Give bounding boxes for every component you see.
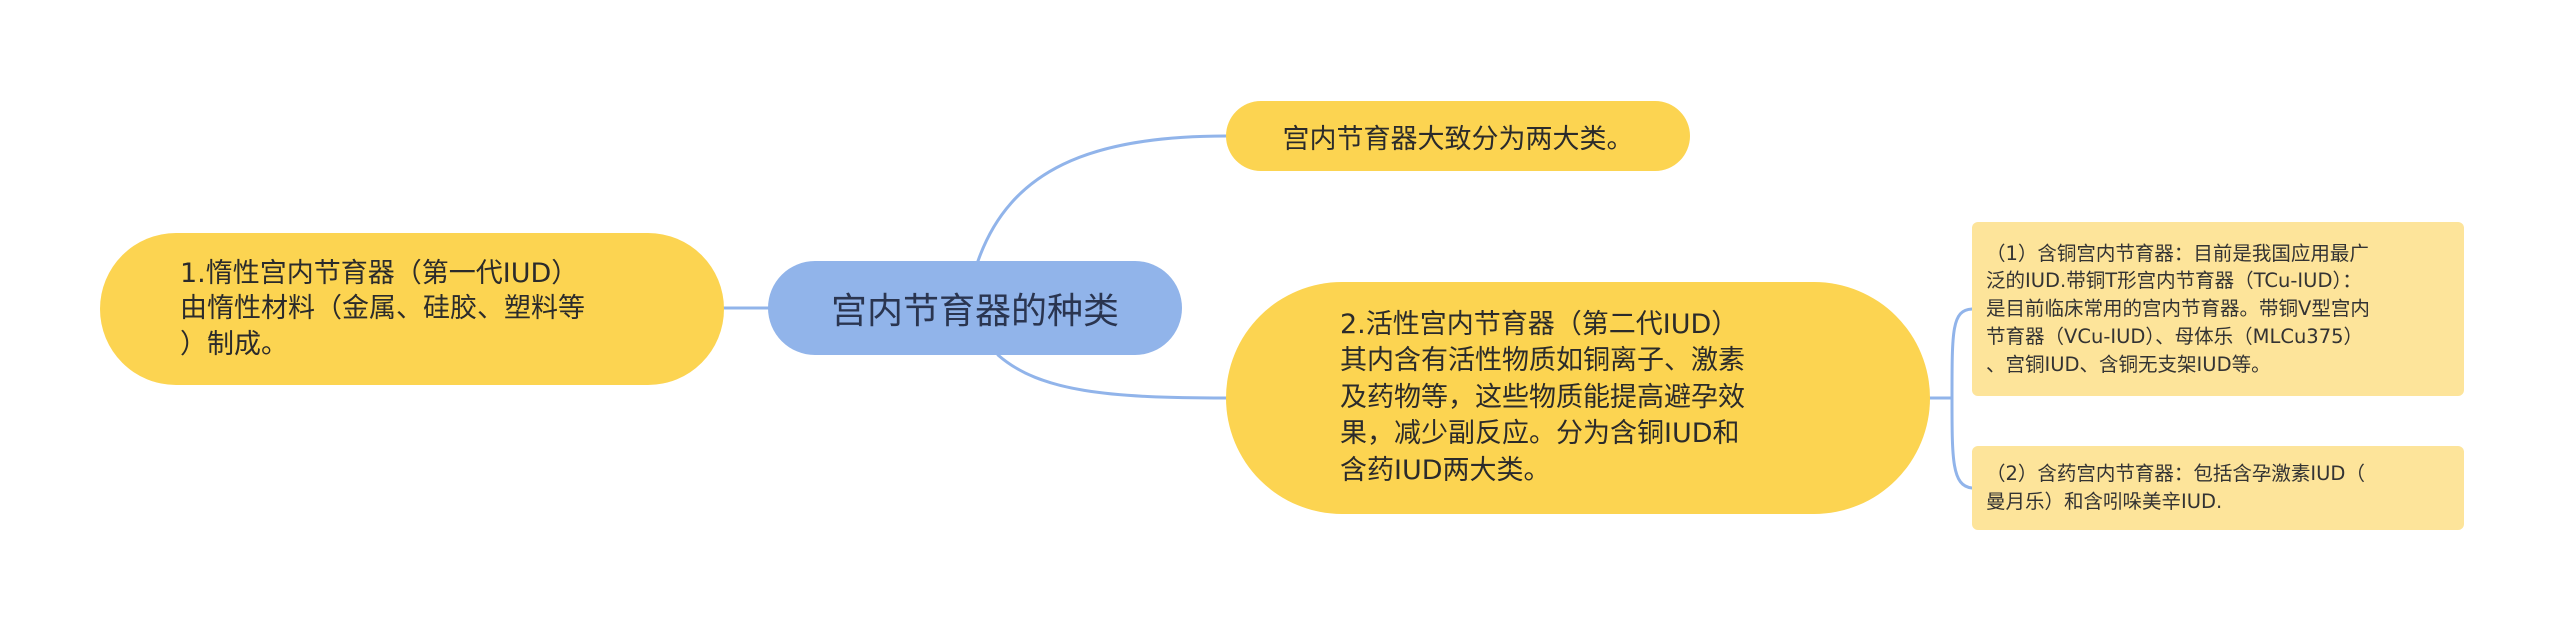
connector-root-overview xyxy=(976,134,1228,263)
leaf-copper-iud-label: （1）含铜宫内节育器：目前是我国应用最广 泛的IUD.带铜T形宫内节育器（TCu… xyxy=(1986,241,2370,376)
branch-inert-iud[interactable]: 1.惰性宫内节育器（第一代IUD） 由惰性材料（金属、硅胶、塑料等 ）制成。 xyxy=(100,233,724,385)
leaf-copper-iud[interactable]: （1）含铜宫内节育器：目前是我国应用最广 泛的IUD.带铜T形宫内节育器（TCu… xyxy=(1972,222,2464,396)
root-node[interactable]: 宫内节育器的种类 xyxy=(768,261,1182,355)
branch-active-iud-label: 2.活性宫内节育器（第二代IUD） 其内含有活性物质如铜离子、激素 及药物等，这… xyxy=(1340,308,1745,486)
connector-active-leaf-1 xyxy=(1950,307,1974,400)
connector-root-active xyxy=(996,353,1228,400)
leaf-medicated-iud[interactable]: （2）含药宫内节育器：包括含孕激素IUD（ 曼月乐）和含吲哚美辛IUD. xyxy=(1972,446,2464,530)
branch-active-iud[interactable]: 2.活性宫内节育器（第二代IUD） 其内含有活性物质如铜离子、激素 及药物等，这… xyxy=(1226,282,1930,514)
branch-overview[interactable]: 宫内节育器大致分为两大类。 xyxy=(1226,101,1690,171)
leaf-medicated-iud-label: （2）含药宫内节育器：包括含孕激素IUD（ 曼月乐）和含吲哚美辛IUD. xyxy=(1986,462,2365,513)
connector-active-leaf-2 xyxy=(1950,396,1974,490)
branch-overview-label: 宫内节育器大致分为两大类。 xyxy=(1282,123,1634,155)
root-label: 宫内节育器的种类 xyxy=(830,291,1119,332)
branch-inert-iud-label: 1.惰性宫内节育器（第一代IUD） 由惰性材料（金属、硅胶、塑料等 ）制成。 xyxy=(180,258,585,360)
